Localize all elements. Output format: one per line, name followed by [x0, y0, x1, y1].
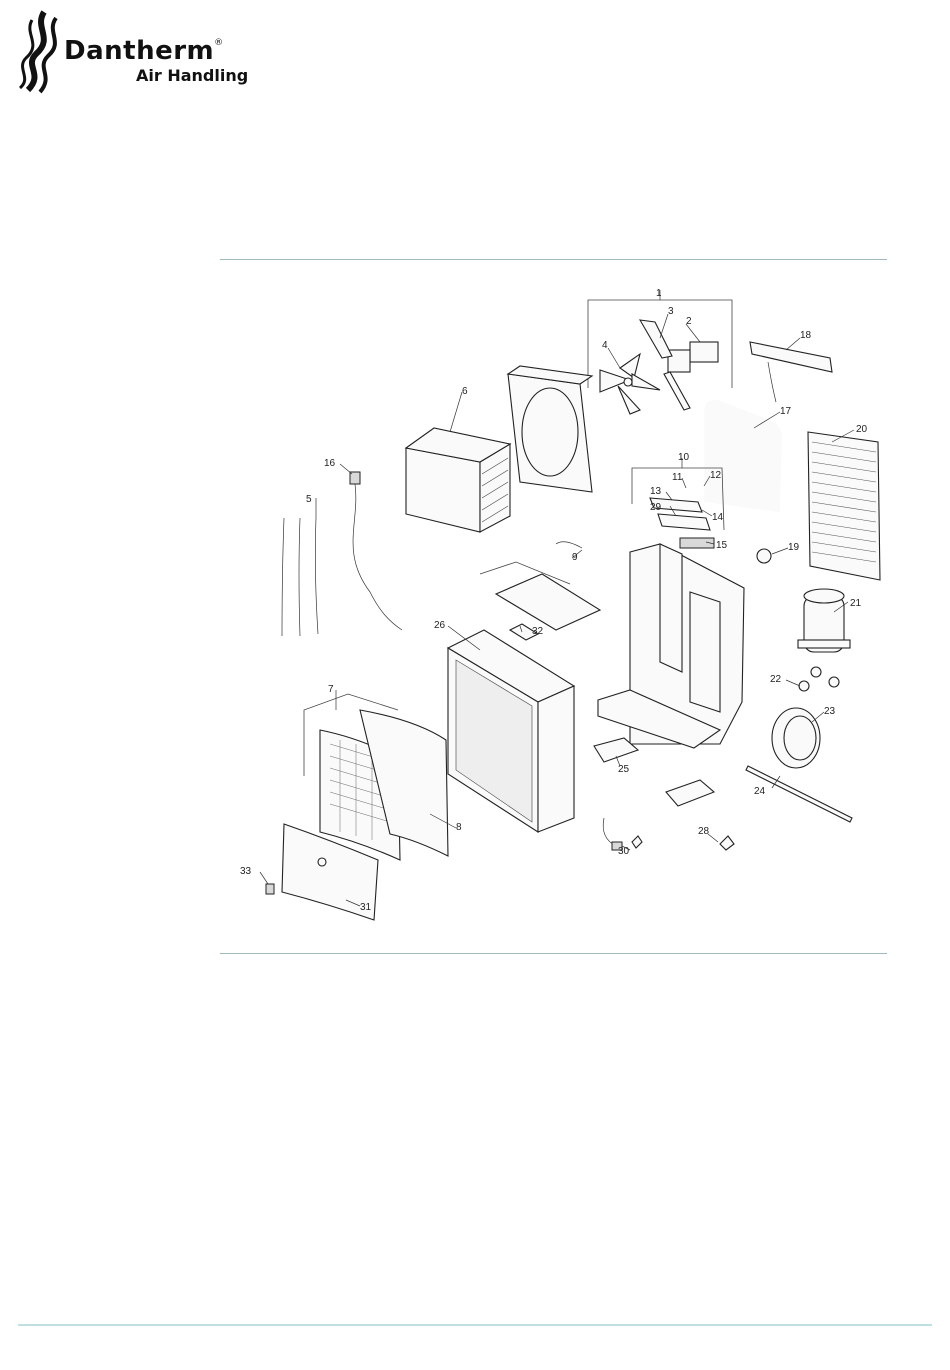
- callout-20: 20: [856, 424, 868, 435]
- cabinet-shell: [448, 630, 574, 832]
- callout-15: 15: [716, 540, 728, 551]
- callout-13: 13: [650, 486, 662, 497]
- callout-16: 16: [324, 458, 336, 469]
- callout-10: 10: [678, 452, 690, 463]
- callout-9: 9: [572, 552, 578, 563]
- callout-6: 6: [462, 386, 468, 397]
- callout-29: 29: [650, 502, 662, 513]
- callout-30: 30: [618, 846, 630, 857]
- callout-3: 3: [668, 306, 674, 317]
- callout-8: 8: [456, 822, 462, 833]
- callout-12: 12: [710, 470, 722, 481]
- callout-19: 19: [788, 542, 800, 553]
- callout-11: 11: [672, 472, 683, 483]
- coil-block: [406, 428, 510, 532]
- callout-18: 18: [800, 330, 812, 341]
- callout-25: 25: [618, 764, 630, 775]
- rear-grille: [808, 432, 880, 580]
- exploded-parts-diagram: 1 2 3 4 5 6 7 8 9 10 11 12 13 14 15 16 1…: [220, 262, 887, 950]
- callout-33: 33: [240, 866, 252, 877]
- callout-21: 21: [850, 598, 862, 609]
- brand-subtitle: Air Handling: [136, 66, 248, 85]
- fan-motor-assembly: [600, 320, 718, 414]
- callout-1: 1: [656, 288, 662, 299]
- callout-5: 5: [306, 494, 312, 505]
- callout-14: 14: [712, 512, 724, 523]
- top-divider: [220, 259, 887, 260]
- callout-28: 28: [698, 826, 710, 837]
- bottom-divider: [220, 953, 887, 954]
- callout-17: 17: [780, 406, 792, 417]
- callout-26: 26: [434, 620, 446, 631]
- footer-rule: [18, 1324, 932, 1326]
- callout-24: 24: [754, 786, 766, 797]
- callout-32: 32: [532, 626, 544, 637]
- callout-2: 2: [686, 316, 692, 327]
- brand-name: Dantherm®: [64, 36, 224, 66]
- callout-31: 31: [360, 902, 372, 913]
- compressor: [798, 589, 850, 652]
- callout-4: 4: [602, 340, 608, 351]
- callout-23: 23: [824, 706, 836, 717]
- fan-shroud: [508, 366, 592, 492]
- chassis-frame: [598, 544, 744, 748]
- callout-7: 7: [328, 684, 334, 695]
- callout-22: 22: [770, 674, 782, 685]
